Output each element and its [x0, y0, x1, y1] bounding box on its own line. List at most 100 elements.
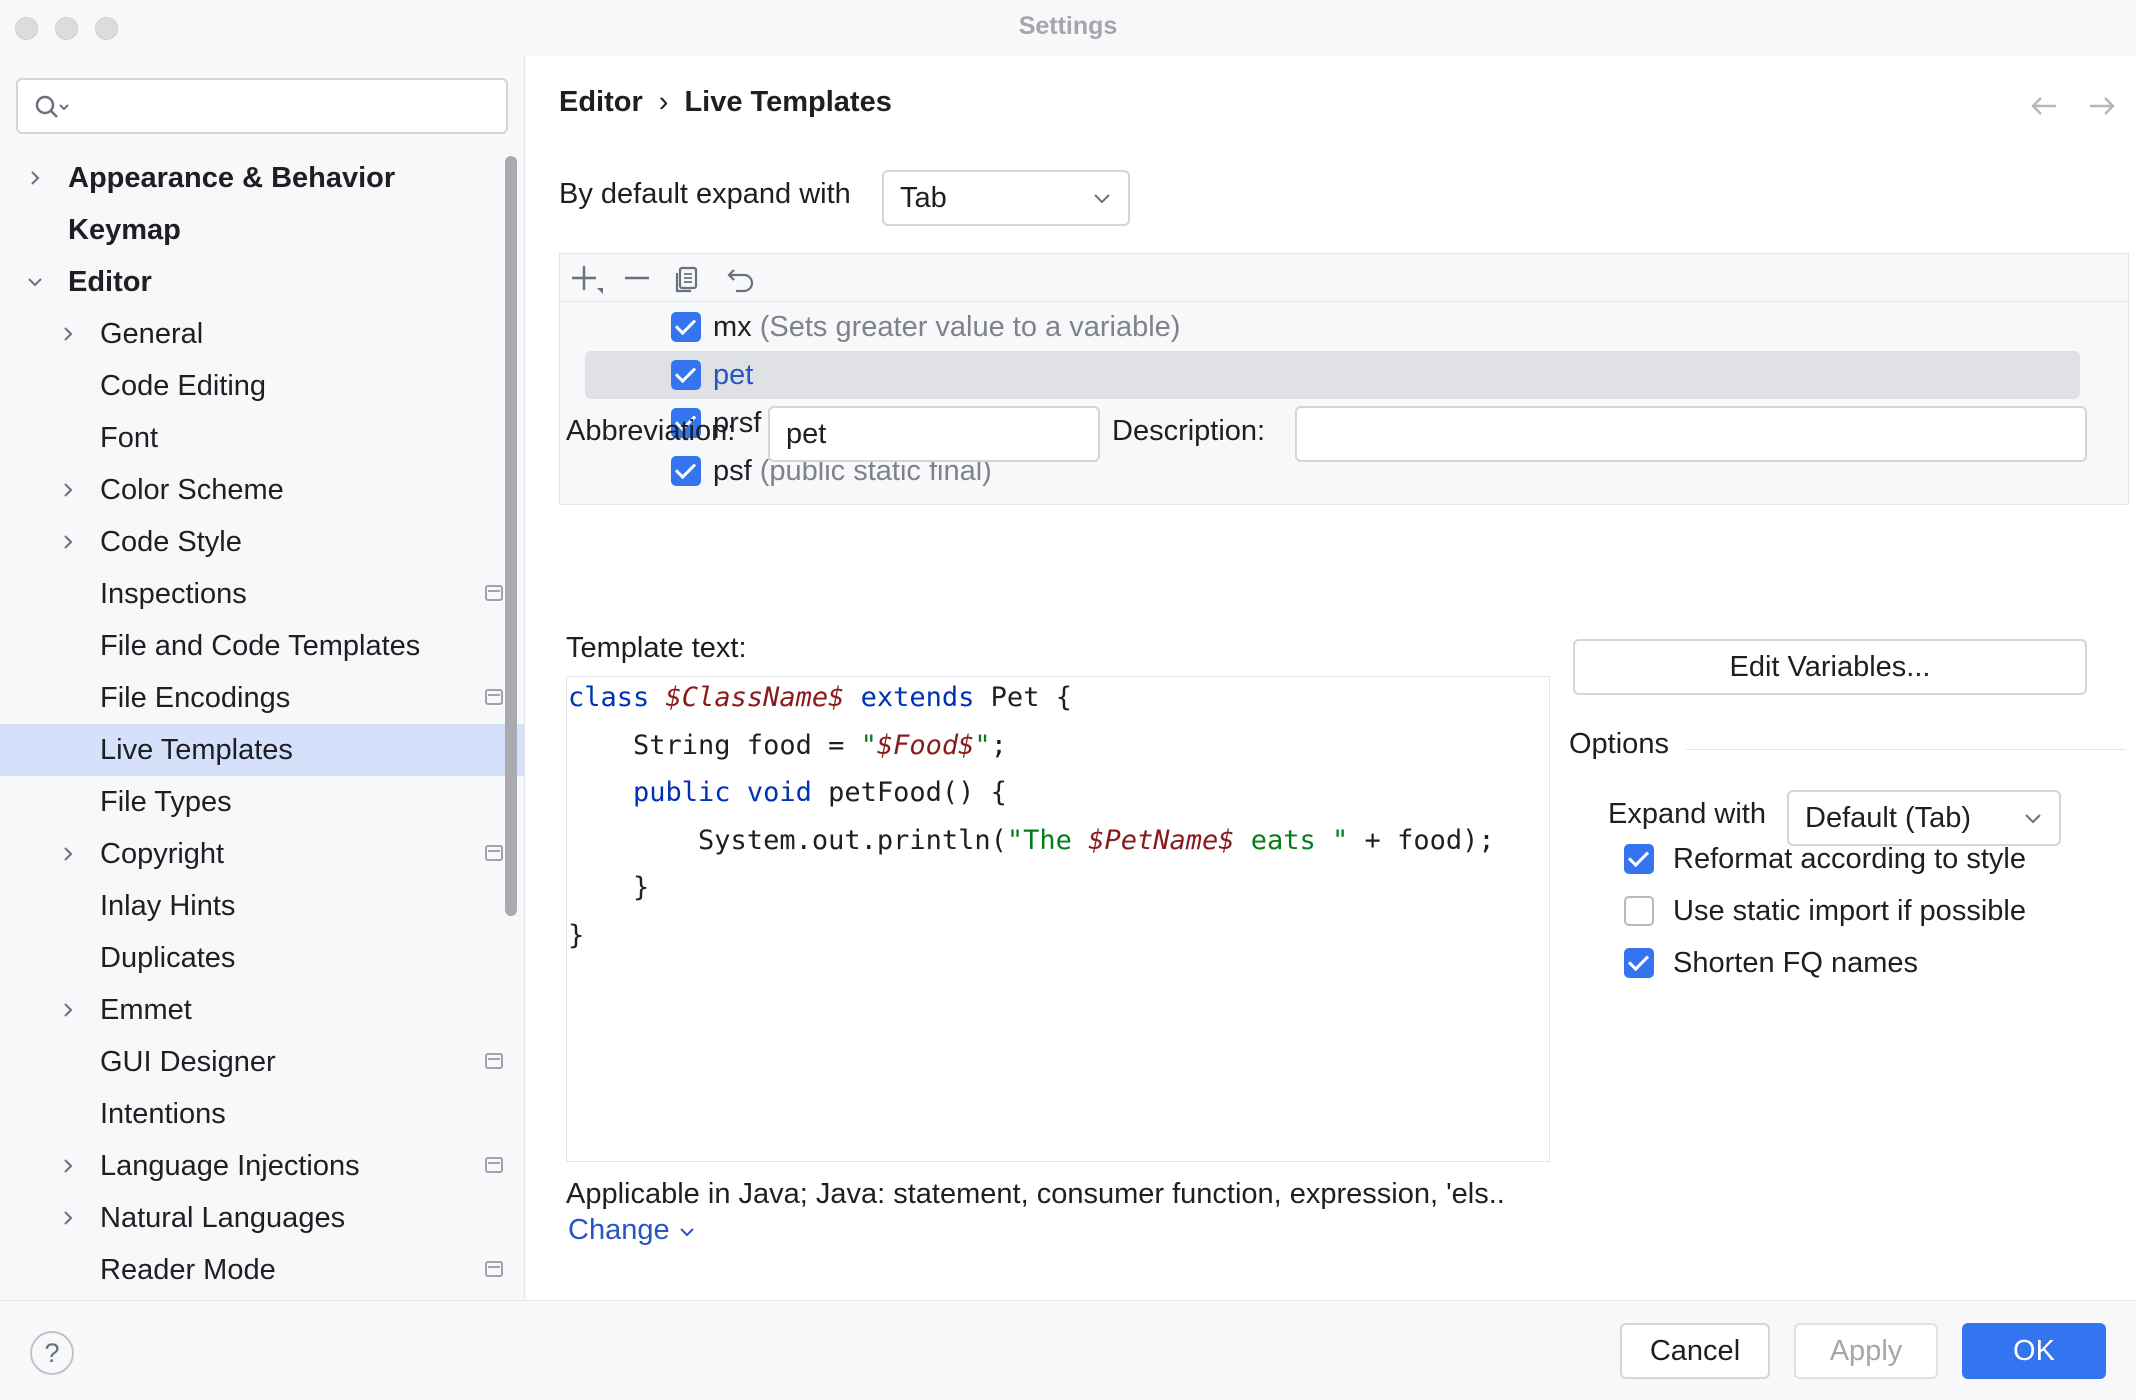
change-label: Change [568, 1214, 670, 1246]
template-text-editor[interactable]: class $ClassName$ extends Pet { String f… [566, 676, 1550, 1162]
project-level-icon [485, 1053, 503, 1069]
abbreviation-input[interactable]: pet [768, 406, 1100, 462]
option-checkbox[interactable] [1624, 844, 1654, 874]
template-enabled-checkbox[interactable] [671, 360, 701, 390]
sidebar-item[interactable]: Copyright [0, 828, 524, 880]
edit-variables-button[interactable]: Edit Variables... [1573, 639, 2087, 695]
code-line: System.out.println("The $PetName$ eats "… [568, 817, 1495, 865]
sidebar-item[interactable]: Duplicates [0, 932, 524, 984]
copy-icon[interactable] [674, 264, 704, 294]
chevron-right-icon[interactable] [57, 843, 79, 865]
sidebar-item[interactable]: General [0, 308, 524, 360]
code-token: } [568, 872, 650, 904]
template-abbreviation: pet [713, 359, 754, 391]
search-input[interactable] [16, 78, 508, 134]
template-enabled-checkbox[interactable] [671, 456, 701, 486]
sidebar-item[interactable]: Reader Mode [0, 1244, 524, 1296]
zoom-window-button[interactable] [95, 17, 118, 40]
code-token: void [746, 777, 812, 809]
code-line: } [568, 864, 649, 912]
apply-button[interactable]: Apply [1794, 1323, 1938, 1379]
minimize-window-button[interactable] [55, 17, 78, 40]
breadcrumb-parent[interactable]: Editor [559, 86, 643, 118]
code-token: petFood() { [811, 777, 1007, 809]
help-button[interactable]: ? [30, 1331, 74, 1375]
sidebar-item[interactable]: File Types [0, 776, 524, 828]
template-enabled-checkbox[interactable] [671, 408, 701, 438]
template-row[interactable]: mx (Sets greater value to a variable) [585, 303, 2080, 351]
sidebar-item[interactable]: GUI Designer [0, 1036, 524, 1088]
search-icon [35, 95, 69, 118]
sidebar-item[interactable]: Language Injections [0, 1140, 524, 1192]
option-checkbox[interactable] [1624, 948, 1654, 978]
sidebar-item[interactable]: Inlay Hints [0, 880, 524, 932]
add-icon[interactable] [570, 264, 604, 294]
sidebar-scrollbar[interactable] [505, 156, 517, 916]
expand-default-value: Tab [900, 182, 947, 214]
sidebar-item[interactable]: File Encodings [0, 672, 524, 724]
code-token: + food); [1348, 824, 1495, 856]
sidebar-item[interactable]: Editor [0, 256, 524, 308]
templates-toolbar [560, 254, 2128, 302]
sidebar-item[interactable]: Appearance & Behavior [0, 152, 524, 204]
code-token: System.out.println( [568, 824, 1007, 856]
sidebar-item[interactable]: Color Scheme [0, 464, 524, 516]
chevron-right-icon[interactable] [57, 531, 79, 553]
template-abbreviation: mx [713, 311, 752, 343]
title-bar: Settings [0, 0, 2136, 56]
remove-icon[interactable] [622, 264, 652, 294]
sidebar-item[interactable]: Intentions [0, 1088, 524, 1140]
expand-with-value: Default (Tab) [1805, 802, 1972, 834]
change-contexts-link[interactable]: Change [568, 1214, 696, 1247]
restore-icon[interactable] [726, 264, 758, 294]
forward-arrow-icon[interactable] [2088, 94, 2116, 118]
sidebar-item[interactable]: Natural Languages [0, 1192, 524, 1244]
expand-with-select[interactable]: Default (Tab) [1787, 790, 2061, 846]
description-input[interactable] [1295, 406, 2087, 462]
chevron-down-icon[interactable] [24, 271, 46, 293]
template-name: mx (Sets greater value to a variable) [713, 303, 1180, 351]
ok-button[interactable]: OK [1962, 1323, 2106, 1379]
sidebar-item-label: Editor [68, 266, 152, 298]
breadcrumb-current: Live Templates [684, 86, 892, 118]
code-token: " [860, 729, 877, 761]
project-level-icon [485, 689, 503, 705]
code-token: public [633, 777, 731, 809]
chevron-right-icon[interactable] [24, 167, 46, 189]
history-nav [2030, 94, 2116, 118]
sidebar-item[interactable]: Font [0, 412, 524, 464]
description-label: Description: [1112, 415, 1266, 447]
chevron-right-icon[interactable] [57, 479, 79, 501]
template-abbreviation: psf [713, 455, 752, 487]
option-label: Reformat according to style [1673, 843, 2026, 875]
code-token [649, 682, 665, 713]
sidebar-item[interactable]: Emmet [0, 984, 524, 1036]
abbreviation-label: Abbreviation: [566, 415, 736, 447]
sidebar-item[interactable]: Code Style [0, 516, 524, 568]
sidebar-item-label: Language Injections [100, 1150, 360, 1182]
template-row[interactable]: pet [585, 351, 2080, 399]
code-token [731, 777, 747, 808]
option-checkbox[interactable] [1624, 896, 1654, 926]
sidebar-item-label: Natural Languages [100, 1202, 346, 1234]
template-enabled-checkbox[interactable] [671, 312, 701, 342]
sidebar-item[interactable]: Live Templates [0, 724, 524, 776]
sidebar-item-label: File Encodings [100, 682, 291, 714]
sidebar-item[interactable]: Keymap [0, 204, 524, 256]
sidebar-item[interactable]: Code Editing [0, 360, 524, 412]
chevron-right-icon[interactable] [57, 1155, 79, 1177]
chevron-right-icon[interactable] [57, 999, 79, 1021]
chevron-right-icon[interactable] [57, 323, 79, 345]
breadcrumb-separator: › [658, 86, 669, 118]
code-token: String food = [568, 729, 861, 761]
cancel-button[interactable]: Cancel [1620, 1323, 1770, 1379]
close-window-button[interactable] [15, 17, 38, 40]
templates-list: mx (Sets greater value to a variable) pet… [559, 253, 2129, 505]
chevron-right-icon[interactable] [57, 1207, 79, 1229]
expand-default-select[interactable]: Tab [882, 170, 1130, 226]
code-token: $PetName$ [1088, 824, 1235, 856]
sidebar-item[interactable]: Inspections [0, 568, 524, 620]
back-arrow-icon[interactable] [2030, 94, 2058, 118]
sidebar-item[interactable]: File and Code Templates [0, 620, 524, 672]
